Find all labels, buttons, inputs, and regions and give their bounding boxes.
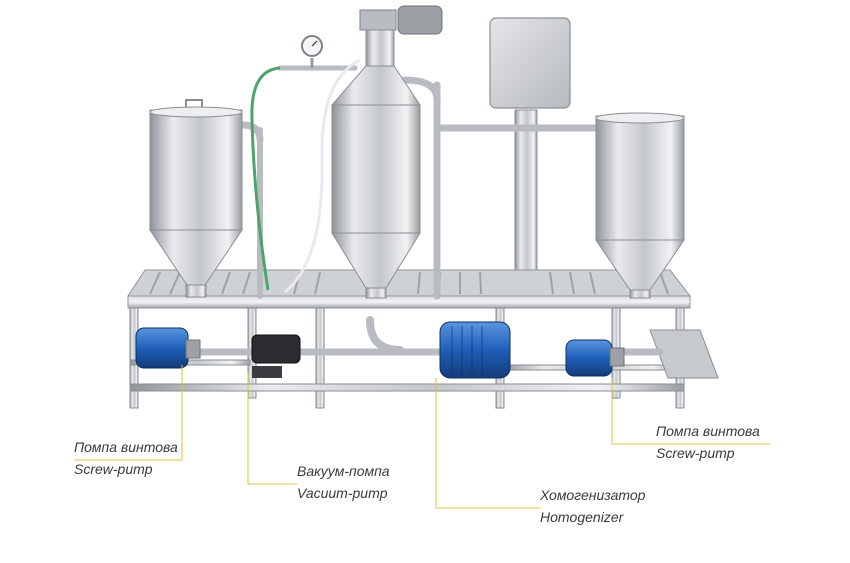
label-vacuum-pump: Вакуум-помпа Vacuum-pump [297, 460, 390, 504]
white-hose [284, 58, 361, 294]
vacuum-pump-unit [251, 334, 301, 378]
drip-tray [649, 329, 719, 379]
label-vacuum-pump-bg: Вакуум-помпа [297, 463, 390, 479]
piping [186, 65, 664, 356]
label-homogenizer: Хомогенизатор Homogenizer [540, 484, 645, 528]
label-vacuum-pump-en: Vacuum-pump [297, 485, 388, 501]
pressure-gauge [301, 35, 323, 68]
label-screw-pump-right: Помпа винтова Screw-pump [656, 420, 760, 464]
platform-deck [127, 269, 692, 309]
label-homogenizer-en: Homogenizer [540, 509, 624, 525]
center-tank [330, 5, 443, 299]
label-screw-pump-right-bg: Помпа винтова [656, 423, 760, 439]
label-screw-pump-left: Помпа винтова Screw-pump [74, 436, 178, 480]
label-screw-pump-right-en: Screw-pump [656, 445, 735, 461]
label-homogenizer-bg: Хомогенизатор [540, 487, 646, 503]
label-screw-pump-left-bg: Помпа винтова [74, 439, 178, 455]
control-panel [489, 17, 571, 299]
right-screw-pump-motor [565, 339, 625, 377]
left-tank [149, 99, 243, 298]
right-tank [595, 112, 685, 299]
left-screw-pump-motor [135, 327, 201, 369]
label-screw-pump-left-en: Screw-pump [74, 461, 153, 477]
green-hose [250, 66, 281, 291]
leader-lines [74, 365, 770, 509]
homogenizer-motor [439, 321, 511, 379]
